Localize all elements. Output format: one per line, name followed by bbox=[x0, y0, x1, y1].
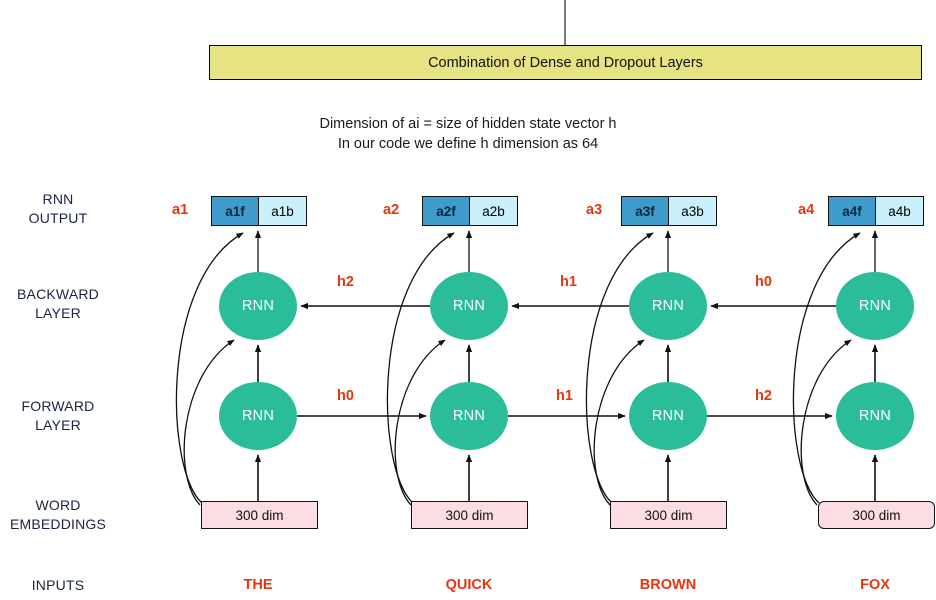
rnn-output-box-1: a1f a1b bbox=[211, 196, 307, 226]
row-label-word-emb-line1: WORD bbox=[35, 497, 81, 513]
row-label-backward-layer: BACKWARD LAYER bbox=[0, 285, 128, 323]
row-label-forward-line1: FORWARD bbox=[21, 398, 95, 414]
forward-h-label-2: h1 bbox=[556, 388, 573, 404]
forward-h-label-1: h0 bbox=[337, 388, 354, 404]
rnn-output-box-2: a2f a2b bbox=[422, 196, 518, 226]
forward-rnn-cell-2: RNN bbox=[430, 382, 508, 450]
rnn-output-3-backward: a3b bbox=[669, 197, 716, 225]
rnn-output-box-4: a4f a4b bbox=[828, 196, 924, 226]
forward-rnn-cell-4: RNN bbox=[836, 382, 914, 450]
rnn-output-2-forward: a2f bbox=[423, 197, 470, 225]
word-embedding-box-3: 300 dim bbox=[610, 501, 727, 529]
rnn-output-4-forward: a4f bbox=[829, 197, 876, 225]
a-label-3: a3 bbox=[586, 202, 603, 218]
rnn-output-1-forward: a1f bbox=[212, 197, 259, 225]
input-word-4: FOX bbox=[860, 577, 890, 593]
row-label-forward-layer: FORWARD LAYER bbox=[0, 397, 128, 435]
row-label-backward-line1: BACKWARD bbox=[17, 286, 99, 302]
forward-rnn-cell-1: RNN bbox=[219, 382, 297, 450]
rnn-output-4-backward: a4b bbox=[876, 197, 923, 225]
input-word-1: THE bbox=[243, 577, 273, 593]
caption-line-1: Dimension of ai = size of hidden state v… bbox=[319, 116, 617, 132]
caption-block: Dimension of ai = size of hidden state v… bbox=[0, 114, 936, 154]
rnn-output-3-forward: a3f bbox=[622, 197, 669, 225]
dense-dropout-label: Combination of Dense and Dropout Layers bbox=[428, 54, 703, 71]
backward-rnn-cell-1: RNN bbox=[219, 272, 297, 340]
dense-dropout-bar: Combination of Dense and Dropout Layers bbox=[209, 45, 922, 80]
row-label-word-emb-line2: EMBEDDINGS bbox=[9, 516, 107, 532]
backward-h-label-1: h2 bbox=[337, 274, 354, 290]
row-label-inputs: INPUTS bbox=[31, 577, 85, 593]
row-label-backward-line2: LAYER bbox=[35, 305, 81, 321]
backward-rnn-cell-2: RNN bbox=[430, 272, 508, 340]
backward-h-label-2: h1 bbox=[560, 274, 577, 290]
backward-rnn-cell-4: RNN bbox=[836, 272, 914, 340]
row-label-rnn-output-line2: OUTPUT bbox=[28, 210, 88, 226]
input-word-3: BROWN bbox=[639, 577, 697, 593]
a-label-1: a1 bbox=[172, 202, 189, 218]
forward-rnn-cell-3: RNN bbox=[629, 382, 707, 450]
rnn-output-box-3: a3f a3b bbox=[621, 196, 717, 226]
input-word-2: QUICK bbox=[445, 577, 493, 593]
backward-rnn-cell-3: RNN bbox=[629, 272, 707, 340]
rnn-output-2-backward: a2b bbox=[470, 197, 517, 225]
word-embedding-box-4: 300 dim bbox=[818, 501, 935, 529]
word-embedding-box-2: 300 dim bbox=[411, 501, 528, 529]
caption-line-2: In our code we define h dimension as 64 bbox=[337, 136, 599, 152]
word-embedding-box-1: 300 dim bbox=[201, 501, 318, 529]
rnn-output-1-backward: a1b bbox=[259, 197, 306, 225]
backward-h-label-3: h0 bbox=[755, 274, 772, 290]
row-label-rnn-output-line1: RNN bbox=[42, 191, 74, 207]
a-label-4: a4 bbox=[798, 202, 815, 218]
forward-h-label-3: h2 bbox=[755, 388, 772, 404]
row-label-rnn-output: RNN OUTPUT bbox=[0, 190, 128, 228]
row-label-word-embeddings: WORD EMBEDDINGS bbox=[0, 496, 128, 534]
a-label-2: a2 bbox=[383, 202, 400, 218]
row-label-forward-line2: LAYER bbox=[35, 417, 81, 433]
